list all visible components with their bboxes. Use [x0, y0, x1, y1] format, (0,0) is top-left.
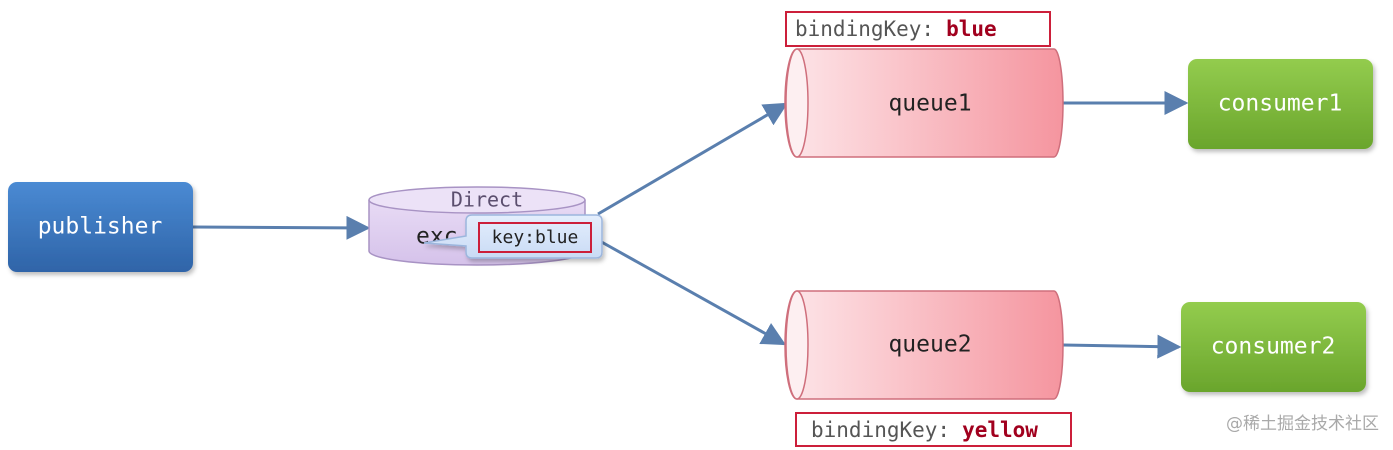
routing-key-highlight — [478, 222, 592, 253]
queue2-binding-key-label: bindingKey: — [811, 417, 951, 442]
consumer2-node — [1181, 302, 1366, 392]
queue1-label: queue1 — [888, 91, 971, 117]
arrow-queue2-to-consumer2 — [1062, 334, 1182, 359]
arrow-exchange-to-queue1 — [597, 102, 789, 216]
queue2-binding-key-value: yellow — [962, 417, 1038, 442]
queue1-binding-key-value: blue — [946, 17, 997, 41]
queue1-node — [784, 48, 1064, 158]
routing-key-label: key:blue — [492, 227, 579, 248]
queue1-binding-key: bindingKey: blue — [785, 11, 1051, 47]
queue1-binding-key-label: bindingKey: — [795, 17, 935, 41]
consumer1-label: consumer1 — [1218, 91, 1343, 117]
publisher-node — [8, 182, 193, 272]
exchange-type-label: Direct — [451, 188, 523, 212]
consumer2-label: consumer2 — [1211, 334, 1336, 360]
arrow-exchange-to-queue2 — [597, 238, 787, 346]
routing-key-callout — [423, 214, 603, 259]
queue2-label: queue2 — [888, 332, 971, 358]
publisher-label: publisher — [38, 214, 163, 240]
consumer1-node — [1188, 59, 1373, 149]
watermark: @稀土掘金技术社区 — [1226, 414, 1379, 434]
arrow-publisher-to-exchange — [192, 215, 371, 240]
queue2-binding-key: bindingKey: yellow — [795, 412, 1072, 447]
queue2-node — [784, 290, 1064, 400]
